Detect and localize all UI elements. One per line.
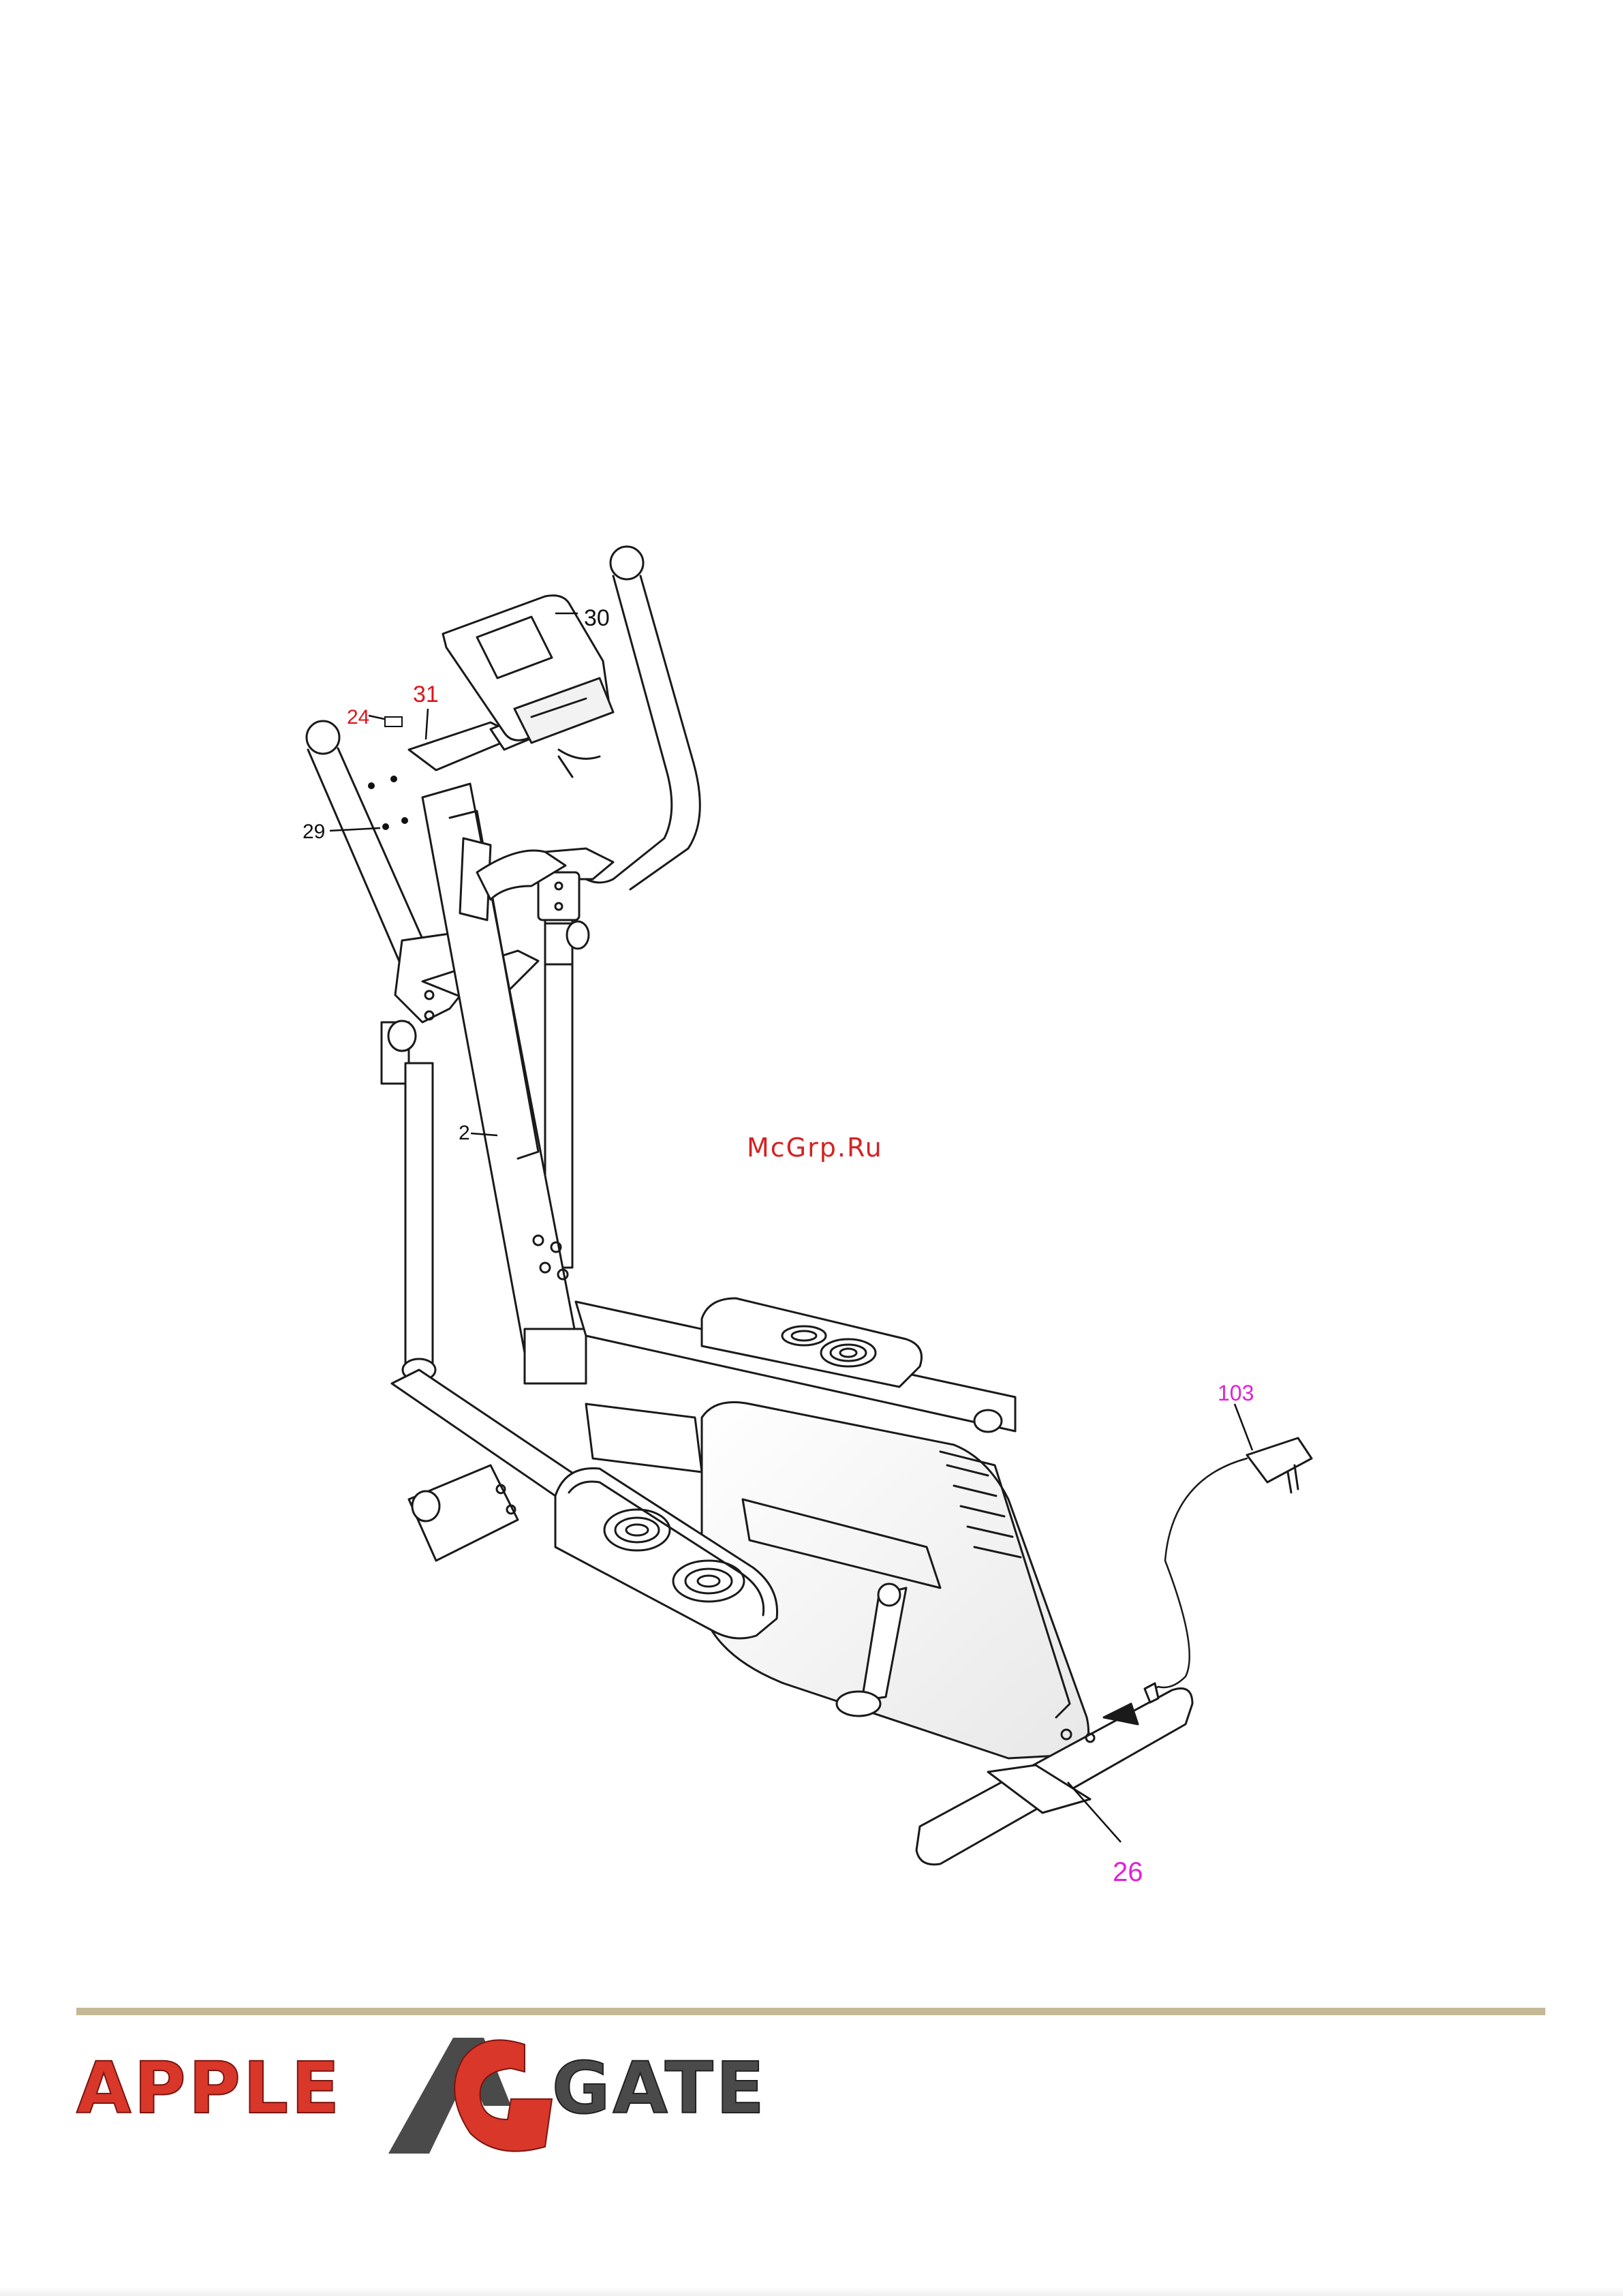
logo-text-apple: APPLE (76, 2047, 342, 2130)
callout-103: 103 (1218, 1381, 1254, 1405)
leader-26 (1068, 1782, 1121, 1842)
applegate-logo: APPLE GATE (75, 2017, 845, 2167)
logo-ag-monogram (388, 2038, 552, 2154)
leader-31 (426, 709, 428, 739)
leader-29 (330, 828, 380, 831)
power-adaptor (1145, 1438, 1312, 1702)
callout-26: 26 (1113, 1857, 1143, 1887)
logo-text-gate: GATE (552, 2047, 767, 2130)
bottom-strip (0, 2286, 1623, 2296)
leader-103 (1235, 1404, 1252, 1450)
watermark: McGrp.Ru (747, 1133, 883, 1163)
callout-29: 29 (303, 821, 325, 843)
hardware-screws (368, 717, 408, 830)
left-lower-arm (403, 1063, 435, 1381)
footer-rule (76, 2008, 1545, 2015)
callout-2: 2 (459, 1122, 470, 1144)
machine-drawing (307, 547, 1312, 1865)
callout-24: 24 (347, 706, 369, 729)
leader-24 (369, 716, 384, 719)
callout-30: 30 (584, 605, 610, 631)
callout-31: 31 (413, 682, 439, 707)
